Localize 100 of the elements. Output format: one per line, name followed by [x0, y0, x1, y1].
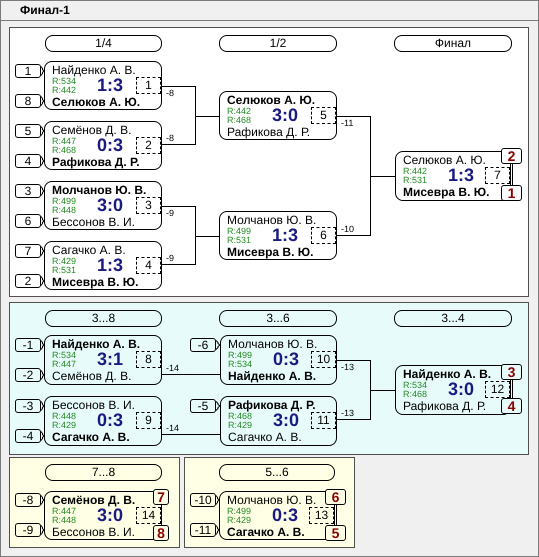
match-number: 8 — [136, 351, 161, 368]
round-header: 3...8 — [45, 310, 162, 327]
seed-slot: -9 — [15, 523, 41, 537]
match-score: 0:3 — [273, 350, 299, 368]
place-number: 8 — [153, 525, 169, 541]
player-rating: R:531 — [403, 176, 428, 185]
player-rating: R:448 — [52, 206, 76, 215]
brace-connector — [40, 495, 45, 505]
brace-connector — [40, 431, 45, 441]
place-link-line — [512, 164, 513, 186]
seed-slot: 6 — [15, 214, 41, 228]
place-number: 4 — [501, 398, 522, 414]
match-score: 3:0 — [272, 106, 298, 124]
player-name: Сагачко А. В. — [228, 431, 302, 444]
place-number: 3 — [501, 364, 522, 380]
match-score: 3:0 — [97, 506, 123, 524]
player-rating: R:429 — [227, 516, 252, 525]
brace-connector — [40, 126, 45, 136]
seed-slot: -8 — [15, 493, 41, 507]
bracket-line — [162, 374, 220, 375]
seed-slot: 7 — [15, 244, 41, 258]
player-name: Бессонов В. И. — [52, 399, 135, 412]
match-number: 7 — [485, 167, 510, 184]
player-rating: R:447 — [52, 360, 76, 369]
brace-connector — [216, 340, 221, 350]
player-rating: R:499 — [227, 507, 252, 516]
player-rating: R:499 — [52, 197, 76, 206]
player-rating: R:442 — [227, 107, 252, 116]
seed-slot: -4 — [15, 429, 41, 443]
seed-slot: 3 — [15, 184, 41, 198]
player-rating: R:531 — [227, 236, 252, 245]
match-score: 3:0 — [273, 411, 299, 429]
seed-slot: -10 — [190, 493, 216, 507]
brace-connector — [216, 401, 221, 411]
seed-slot: -1 — [15, 338, 41, 352]
player-name: Сагачко А. В. — [227, 526, 305, 539]
brace-connector — [40, 66, 45, 76]
player-name: Семёнов Д. В. — [52, 494, 136, 507]
edge-label: -13 — [340, 408, 356, 418]
place-number: 2 — [501, 148, 522, 164]
bracket-line — [162, 434, 220, 435]
player-name: Рафикова Д. Р. — [52, 156, 140, 169]
match-number: 1 — [136, 77, 161, 94]
player-name: Сагачко А. В. — [52, 431, 130, 444]
place-number: 6 — [325, 489, 346, 505]
seed-slot: -6 — [190, 338, 216, 352]
place-number: 5 — [325, 525, 346, 541]
player-rating: R:468 — [227, 116, 252, 125]
seed-slot: 8 — [15, 94, 41, 108]
player-rating: R:468 — [403, 390, 428, 399]
seed-slot: 1 — [15, 64, 41, 78]
player-rating: R:534 — [52, 77, 76, 86]
player-rating: R:499 — [227, 227, 252, 236]
brace-connector — [40, 276, 45, 286]
player-rating: R:448 — [52, 516, 76, 525]
bracket-panel — [9, 27, 529, 297]
brace-connector — [40, 216, 45, 226]
seed-slot: 2 — [15, 274, 41, 288]
player-rating: R:468 — [52, 146, 76, 155]
player-name: Селюков А. Ю. — [52, 96, 140, 109]
player-name: Мисевра В. Ю. — [227, 246, 314, 259]
brace-connector — [40, 370, 45, 380]
bracket-line — [336, 390, 396, 420]
match-number: 5 — [311, 107, 336, 124]
player-rating: R:429 — [52, 257, 76, 266]
edge-label: -9 — [165, 208, 176, 218]
round-header: 1/2 — [219, 35, 337, 52]
match-score: 1:3 — [97, 76, 123, 94]
brace-connector — [40, 156, 45, 166]
bracket-line — [162, 116, 220, 145]
player-rating: R:468 — [228, 412, 252, 421]
match-number: 2 — [136, 137, 161, 154]
player-name: Мисевра В. Ю. — [52, 276, 138, 289]
seed-slot: 5 — [15, 124, 41, 138]
match-card — [220, 335, 337, 385]
player-name: Селюков А. Ю. — [227, 94, 316, 107]
player-rating: R:534 — [52, 351, 76, 360]
player-rating: R:531 — [52, 266, 76, 275]
edge-label: -14 — [165, 423, 180, 433]
player-name: Бессонов В. И. — [52, 526, 135, 539]
match-card — [44, 121, 162, 170]
window-title: Финал-1 — [20, 4, 70, 17]
brace-connector — [40, 96, 45, 106]
player-name: Найденко А. В. — [228, 370, 316, 383]
bracket-line — [162, 236, 220, 265]
player-name: Рафикова Д. Р. — [403, 400, 486, 413]
player-name: Молчанов Ю. В. — [227, 214, 316, 227]
match-card — [44, 396, 162, 446]
round-header: 7...8 — [45, 464, 162, 481]
round-header: 1/4 — [45, 35, 162, 52]
player-name: Найденко А. В. — [52, 338, 140, 351]
edge-label: -9 — [165, 253, 176, 263]
match-card — [44, 335, 162, 385]
round-header: 3...6 — [219, 310, 337, 327]
player-name: Молчанов Ю. В. — [228, 338, 318, 351]
place-number: 1 — [501, 185, 522, 201]
edge-label: -14 — [165, 363, 180, 373]
match-card — [219, 211, 337, 260]
match-number: 4 — [136, 257, 161, 274]
seed-slot: -3 — [15, 399, 41, 413]
